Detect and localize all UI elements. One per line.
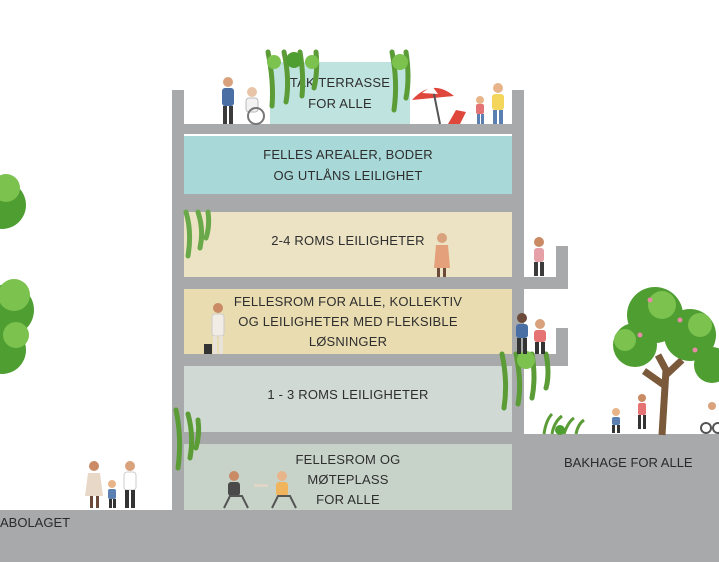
floor-3-line3: LØSNINGER	[308, 333, 388, 349]
floor-4-line1: 2-4 ROMS LEILIGHETER	[271, 233, 425, 248]
umbrella-icon	[412, 86, 466, 125]
floor-2-apartments: 1 - 3 ROMS LEILIGHETER	[184, 366, 512, 432]
slab-3	[172, 354, 568, 366]
floor-3-line2: OG LEILIGHETER MED FLEKSIBLE	[238, 313, 458, 329]
person-icon	[204, 303, 225, 354]
person-icon	[516, 313, 546, 354]
slab-5	[172, 194, 524, 212]
balcony-4-rail	[556, 246, 568, 289]
floor-2-line1: 1 - 3 ROMS LEILIGHETER	[267, 387, 429, 402]
person-icon	[222, 77, 265, 125]
roof-parapet-left	[172, 90, 184, 134]
hanging-plant-icon	[265, 49, 320, 109]
hanging-plant-icon	[173, 407, 202, 471]
label-neighbour: ABOLAGET	[0, 515, 71, 530]
person-icon	[223, 471, 297, 509]
floor-5-common-areas: FELLES AREALER, BODER OG UTLÅNS LEILIGHE…	[184, 136, 512, 194]
roof-parapet-right	[512, 90, 524, 134]
slab-4	[172, 277, 568, 289]
slab-2	[172, 432, 524, 444]
person-icon	[612, 394, 719, 434]
person-icon	[434, 233, 450, 277]
floor-1-meeting-place: FELLESROM OG MØTEPLASS FOR ALLE	[184, 444, 512, 510]
floor-1-line3: FOR ALLE	[316, 492, 380, 507]
plant-icon	[542, 412, 585, 435]
floor-roof-terrace: TAK TERRASSE FOR ALLE	[270, 62, 410, 124]
floor-roof-line2: FOR ALLE	[308, 96, 372, 111]
hanging-plant-icon	[389, 49, 411, 113]
person-icon	[85, 461, 137, 508]
floor-5-line2: OG UTLÅNS LEILIGHET	[273, 168, 423, 183]
person-icon	[476, 83, 504, 124]
person-icon	[534, 237, 544, 276]
slab-roof	[172, 124, 524, 134]
hanging-plant-icon	[183, 209, 212, 259]
floor-1-line1: FELLESROM OG	[295, 452, 401, 467]
floor-3-line1: FELLESROM FOR ALLE, KOLLEKTIV	[233, 293, 463, 309]
balcony-3-rail	[556, 328, 568, 366]
hanging-plant-icon	[499, 351, 551, 411]
floor-4-apartments: 2-4 ROMS LEILIGHETER	[184, 212, 512, 277]
ground-right-raised	[512, 434, 719, 562]
tree-left-icon	[0, 174, 34, 374]
tree-right-icon	[613, 287, 719, 436]
floor-3-shared-collective: FELLESROM FOR ALLE, KOLLEKTIV OG LEILIGH…	[184, 289, 512, 354]
floor-5-line1: FELLES AREALER, BODER	[263, 147, 433, 162]
floor-1-line2: MØTEPLASS	[307, 472, 389, 487]
label-backyard: BAKHAGE FOR ALLE	[564, 455, 693, 470]
